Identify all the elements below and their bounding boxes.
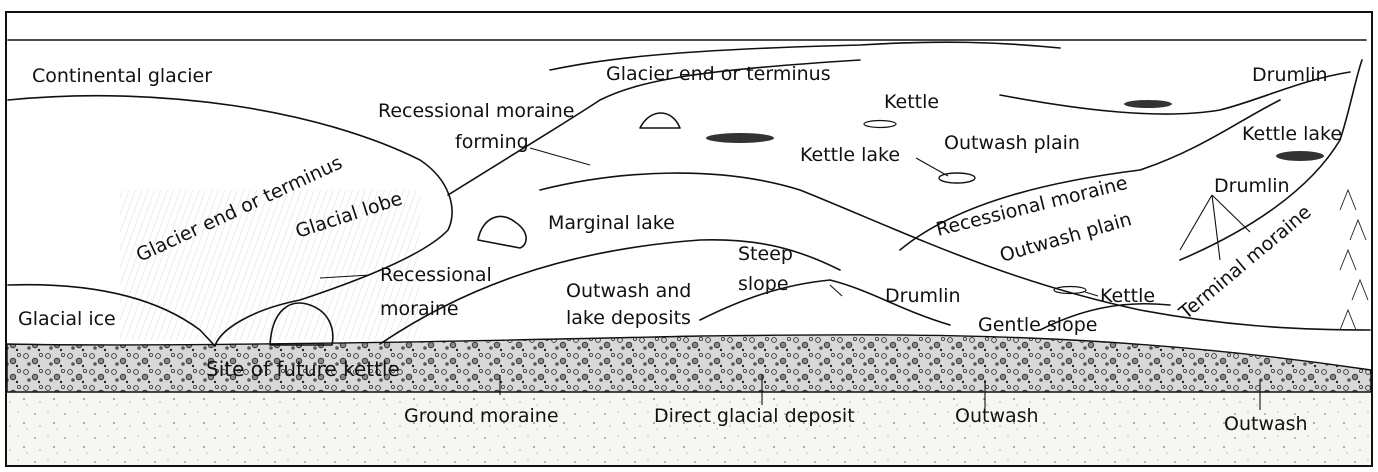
label-kettle-right: Kettle (1100, 285, 1155, 307)
label-gentle-slope: Gentle slope (978, 314, 1097, 336)
label-recessional-left-2: moraine (380, 298, 459, 320)
label-kettle-lake-right: Kettle lake (1242, 123, 1342, 145)
label-drumlin-mid: Drumlin (885, 285, 961, 307)
kettle-lake-4 (1276, 151, 1324, 161)
label-marginal-lake: Marginal lake (548, 212, 675, 234)
label-outwash-1: Outwash (955, 405, 1039, 427)
label-outwash-lake-1: Outwash and (566, 280, 691, 302)
label-steep-2: slope (738, 273, 789, 295)
label-kettle-top: Kettle (884, 91, 939, 113)
boulder-1 (478, 216, 526, 248)
leader-drumlin (1180, 195, 1250, 260)
leader-forming (530, 148, 590, 165)
label-terminal-moraine: Terminal moraine (1174, 201, 1315, 325)
leader-kettle (1085, 292, 1098, 296)
label-glacial-ice: Glacial ice (18, 308, 116, 330)
label-continental-glacier: Continental glacier (32, 65, 212, 87)
kettle-lake-1 (706, 133, 774, 143)
label-site-future-kettle: Site of future kettle (206, 357, 400, 381)
kettle-1 (864, 121, 896, 128)
label-steep-1: Steep (738, 243, 793, 265)
label-ground-moraine: Ground moraine (404, 405, 559, 427)
label-direct-glacial-deposit: Direct glacial deposit (654, 405, 855, 427)
kettle-lake-2 (1124, 100, 1172, 108)
trees (1340, 190, 1368, 330)
bedrock (7, 392, 1371, 465)
label-drumlin-top: Drumlin (1252, 64, 1328, 86)
label-recessional-forming-1: Recessional moraine (378, 100, 574, 122)
label-kettle-lake-mid: Kettle lake (800, 144, 900, 166)
label-outwash-2: Outwash (1224, 413, 1308, 435)
boulder-3 (640, 113, 680, 128)
leader-kettle-lake (916, 158, 948, 176)
label-outwash-lake-2: lake deposits (566, 307, 691, 329)
label-drumlin-right: Drumlin (1214, 175, 1290, 197)
label-glacier-end-top: Glacier end or terminus (606, 63, 831, 85)
label-recessional-forming-2: forming (455, 131, 529, 153)
label-recessional-left-1: Recessional (380, 264, 492, 286)
leader-drumlin-mid (830, 285, 842, 296)
label-outwash-plain-top: Outwash plain (944, 132, 1080, 154)
